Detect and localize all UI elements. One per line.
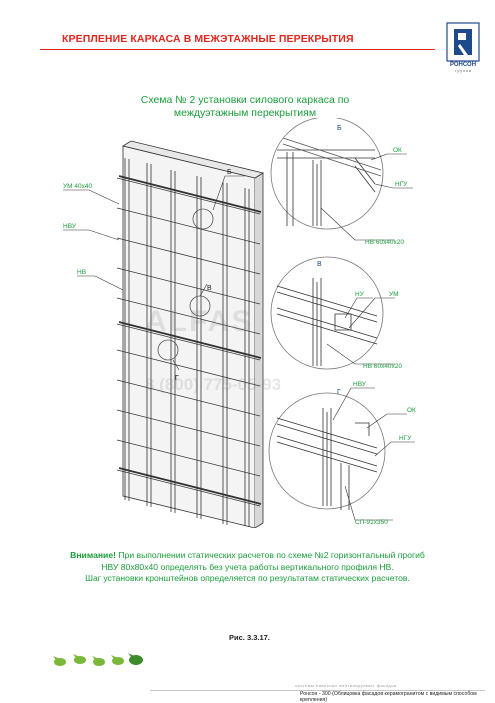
attention-note: Внимание! При выполнении статических рас… — [40, 550, 455, 585]
header-divider — [40, 49, 435, 50]
callout-lines — [63, 175, 245, 371]
page-header-title: КРЕПЛЕНИЕ КАРКАСА В МЕЖЭТАЖНЫЕ ПЕРЕКРЫТИ… — [62, 33, 354, 45]
label-um-40x40: УМ 40х40 — [63, 183, 92, 190]
label-um: УМ — [389, 291, 399, 298]
logo-subtitle: г р у п п а — [455, 69, 471, 73]
label-ngu-g: НГУ — [399, 435, 412, 442]
watermark-phone: 8 (800) 775-05-93 — [145, 375, 282, 394]
label-sp: СП-91х350 — [355, 519, 388, 526]
detail-g-callouts — [332, 387, 415, 521]
label-ngu-b: НГУ — [395, 181, 408, 188]
footer-series-text: системы навесных вентилируемых фасадов — [295, 683, 397, 688]
label-nvu-g: НВУ — [353, 381, 367, 388]
label-nv-60x40x20-b: НВ 60х40х20 — [365, 239, 404, 246]
frame-main — [116, 140, 265, 528]
label-nv-60x40x20-v: НВ 60х40х20 — [363, 363, 402, 370]
label-nv: НВ — [77, 269, 86, 276]
scheme-title-line2: междуэтажным перекрытиям — [173, 107, 317, 119]
watermark-brand: ALFAS — [145, 305, 254, 338]
label-v: В — [207, 285, 212, 292]
label-nvu: НВУ — [63, 223, 77, 230]
birds-decoration-icon — [53, 653, 143, 666]
scheme-title-line1: Схема № 2 установки силового каркаса по — [140, 94, 350, 106]
label-ok-g: ОК — [407, 407, 416, 414]
label-nu: НУ — [355, 291, 365, 298]
note-line3: Шаг установки кронштейнов определяется п… — [85, 573, 410, 583]
note-line1: Внимание! При выполнении статических рас… — [40, 550, 455, 562]
detail-b: Б — [270, 118, 384, 230]
note-line1-text: При выполнении статических расчетов по с… — [115, 550, 425, 560]
detail-b-title: Б — [337, 125, 342, 132]
detail-g-title: Г — [337, 389, 341, 396]
technical-drawing: УМ 40х40 НВУ НВ Б В Г Б ОК НГУ НВ 60х40х… — [63, 118, 416, 528]
note-attention: Внимание! — [70, 550, 116, 560]
ronson-logo-icon — [446, 22, 480, 62]
detail-v-callouts — [326, 297, 395, 365]
footer-divider — [150, 690, 485, 691]
note-line2: НВУ 80х80х40 определять без учета работы… — [101, 561, 394, 572]
figure-caption: Рис. 3.3.17. — [229, 633, 270, 642]
detail-b-callouts — [320, 153, 413, 241]
label-g: Г — [175, 375, 179, 382]
label-ok-b: ОК — [393, 147, 402, 154]
logo-wordmark: РОНСОН — [449, 62, 477, 68]
detail-g: Г — [268, 389, 386, 510]
detail-v-title: В — [317, 261, 322, 268]
footer-document-text: Ронсон - 300 (Облицовка фасадов керамогр… — [300, 691, 477, 703]
label-b: Б — [227, 169, 232, 176]
detail-v: В — [270, 256, 384, 370]
scheme-title: Схема № 2 установки силового каркаса по … — [95, 94, 395, 120]
